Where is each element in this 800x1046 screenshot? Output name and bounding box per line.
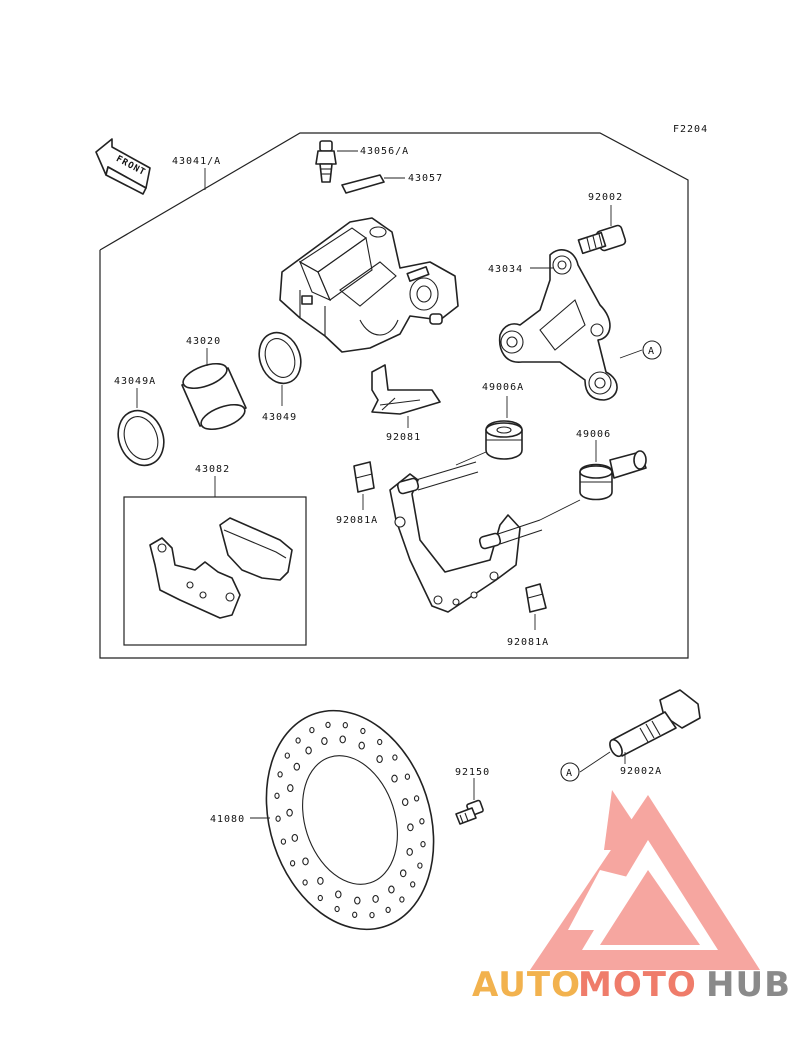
disc-vent-hole [399, 896, 405, 903]
disc-vent-hole [284, 752, 290, 759]
boot-lower [579, 450, 647, 501]
disc-vent-hole [407, 823, 414, 832]
disc-vent-hole [295, 737, 301, 744]
disc-vent-hole [302, 879, 308, 886]
disc-vent-hole [399, 869, 407, 878]
disc-mount-bolt [455, 799, 484, 825]
disc-vent-hole [420, 841, 426, 848]
pad-clip-left [353, 461, 375, 493]
disc-vent-hole [417, 862, 423, 869]
disc-vent-hole [406, 847, 413, 856]
label-pad-set: 43082 [195, 464, 230, 475]
label-bolt-a: 92002A [620, 766, 662, 777]
ref-circle-bracket [642, 340, 662, 360]
disc-vent-hole [388, 885, 395, 894]
logo-text-moto: MOTO [578, 965, 697, 1005]
label-caliper-assembly: 43041/A [172, 156, 221, 167]
dust-seal [117, 409, 165, 467]
label-bleeder-cap: 43057 [408, 173, 443, 184]
disc-vent-hole [360, 727, 366, 735]
disc-vent-hole [277, 771, 283, 778]
disc-vent-hole [358, 741, 365, 750]
disc-vent-hole [410, 881, 416, 888]
pad-spring [371, 364, 441, 415]
disc-vent-hole [372, 894, 379, 903]
label-piston: 43020 [186, 336, 221, 347]
label-boot-lower: 49006 [576, 429, 611, 440]
piston-seal [258, 331, 302, 385]
logo-text-auto: AUTO [472, 965, 581, 1005]
bleeder-valve [315, 140, 337, 183]
figure-code: F2204 [673, 124, 708, 135]
disc-vent-hole [334, 905, 340, 913]
label-clip-left: 92081A [336, 515, 378, 526]
disc-vent-hole [325, 721, 331, 729]
ref-mark-bracket: A [648, 346, 655, 357]
disc-vent-hole [376, 755, 383, 764]
bolt-a-ref-leader [579, 751, 611, 773]
disc-vent-hole [385, 906, 391, 914]
logo-text-hub: HUB [706, 965, 791, 1005]
pad-clip-right [525, 583, 547, 613]
label-brake-disc: 41080 [210, 814, 245, 825]
holder-link-lower [539, 499, 581, 521]
disc-vent-hole [419, 818, 425, 825]
automotohub-logo: AUTO MOTO HUB [472, 790, 791, 1005]
disc-vent-hole [392, 754, 398, 761]
disc-vent-hole [352, 911, 358, 918]
disc-vent-hole [293, 762, 301, 771]
brake-pad-friction [219, 517, 293, 581]
label-bleeder-valve: 43056/A [360, 146, 409, 157]
ref-circle-bolt [560, 762, 580, 782]
disc-vent-hole [369, 911, 375, 919]
bracket-ref-leader [619, 349, 643, 359]
disc-vent-hole [302, 857, 309, 866]
assembly-outline [99, 132, 689, 659]
label-boot-upper: 49006A [482, 382, 524, 393]
bracket-bolt [577, 224, 627, 255]
label-seal-inner: 43049 [262, 412, 297, 423]
disc-vent-hole [291, 833, 299, 842]
label-clip-right: 92081A [507, 637, 549, 648]
disc-vent-hole [404, 773, 411, 780]
bracket-bolt-a [609, 689, 701, 758]
disc-vent-hole [335, 890, 342, 899]
disc-vent-hole [317, 894, 323, 902]
disc-vent-hole [401, 798, 409, 807]
caliper-holder [389, 461, 543, 613]
disc-vent-hole [289, 860, 296, 867]
disc-vent-hole [321, 737, 328, 746]
label-disc-bolt: 92150 [455, 767, 490, 778]
caliper-body [279, 217, 459, 353]
disc-vent-hole [274, 792, 280, 799]
disc-vent-hole [339, 735, 346, 744]
disc-vent-hole [286, 808, 293, 817]
brake-pad-backing [149, 537, 241, 619]
disc-vent-hole [275, 815, 281, 822]
disc-vent-hole [413, 795, 420, 802]
disc-vent-hole [287, 784, 294, 793]
disc-vent-hole [377, 738, 383, 746]
disc-vent-hole [354, 896, 361, 905]
caliper-piston [181, 362, 247, 431]
front-arrow-icon: FRONT [95, 138, 151, 195]
brake-disc [265, 709, 435, 931]
label-bracket: 43034 [488, 264, 523, 275]
ref-mark-bolt: A [566, 768, 573, 779]
disc-vent-hole [317, 876, 324, 885]
caliper-bracket [498, 249, 618, 401]
label-bolt-top: 92002 [588, 192, 623, 203]
label-spring-clip: 92081 [386, 432, 421, 443]
disc-vent-hole [280, 838, 287, 845]
disc-vent-hole [309, 726, 315, 734]
disc-vent-hole [342, 722, 348, 729]
bleeder-cap [341, 174, 385, 194]
label-seal-outer: 43049A [114, 376, 156, 387]
boot-upper [485, 420, 523, 460]
disc-vent-hole [305, 746, 312, 755]
holder-link-upper [455, 451, 487, 466]
disc-vent-hole [391, 774, 398, 783]
